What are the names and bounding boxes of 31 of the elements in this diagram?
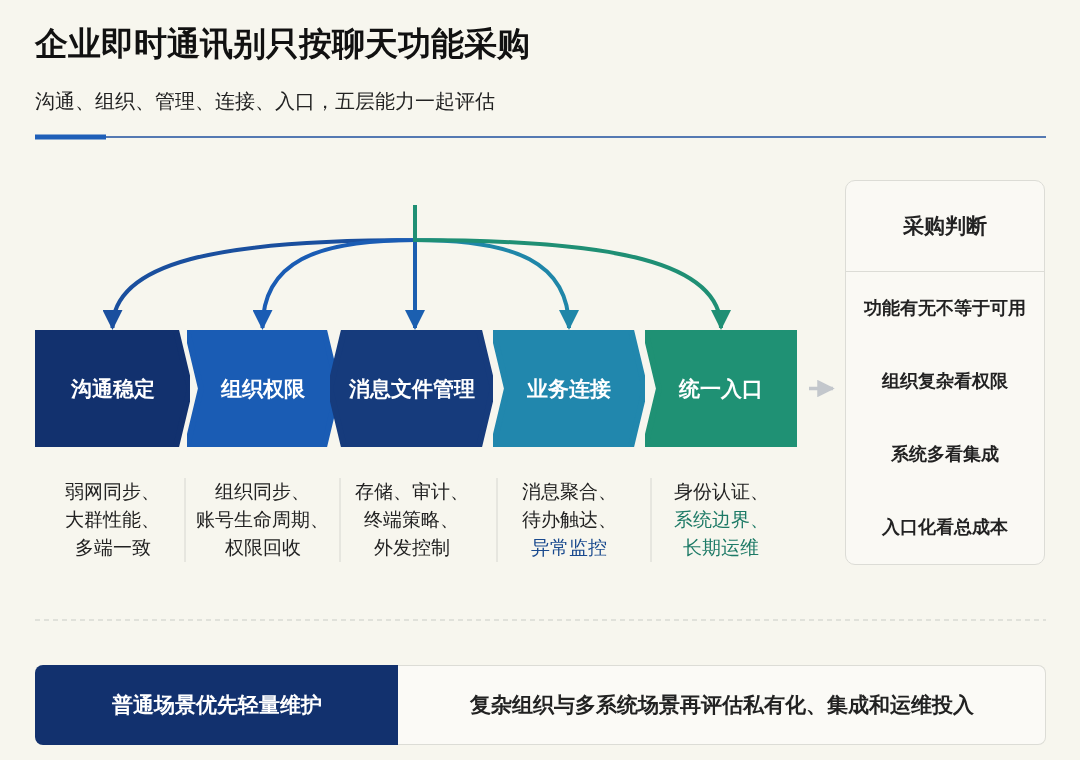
- description-line: 外发控制: [372, 535, 451, 560]
- description-line: 多端一致: [73, 535, 152, 560]
- description-line: 弱网同步、: [64, 479, 161, 504]
- subtitle: 沟通、组织、管理、连接、入口，五层能力一起评估: [35, 88, 495, 115]
- description-line: 存储、审计、: [353, 479, 470, 504]
- description-line: 组织同步、: [214, 479, 311, 504]
- judgement-item: 系统多看集成: [846, 418, 1044, 490]
- title: 企业即时通讯别只按聊天功能采购: [35, 23, 530, 65]
- description-line: 大群性能、: [64, 507, 161, 532]
- description-line: 系统边界、: [672, 507, 770, 532]
- description-line: 权限回收: [223, 535, 302, 560]
- highlight-box: 普通场景优先轻量维护: [35, 665, 398, 745]
- description-line: 消息聚合、: [520, 479, 618, 504]
- chevron-step: 统一入口: [645, 330, 797, 447]
- description-line: 身份认证、: [672, 479, 770, 504]
- chevron-step: 消息文件管理: [330, 330, 493, 447]
- description-line: 终端策略、: [363, 507, 460, 532]
- description-line: 长期运维: [682, 535, 760, 560]
- note-bar: 复杂组织与多系统场景再评估私有化、集成和运维投入: [398, 665, 1046, 745]
- chevron-step: 业务连接: [493, 330, 645, 447]
- description-line: 账号生命周期、: [195, 507, 330, 532]
- judgement-item: 入口化看总成本: [846, 491, 1044, 563]
- description-line: 待办触达、: [520, 507, 618, 532]
- judgement-panel: [845, 180, 1045, 565]
- judgement-item: 功能有无不等于可用: [846, 272, 1044, 344]
- panel-heading: 采购判断: [846, 181, 1044, 272]
- chevron-step: 沟通稳定: [35, 330, 190, 447]
- arrow: [413, 205, 729, 330]
- arrow: [809, 379, 835, 398]
- judgement-item: 组织复杂看权限: [846, 345, 1044, 417]
- description-line: 异常监控: [530, 535, 608, 560]
